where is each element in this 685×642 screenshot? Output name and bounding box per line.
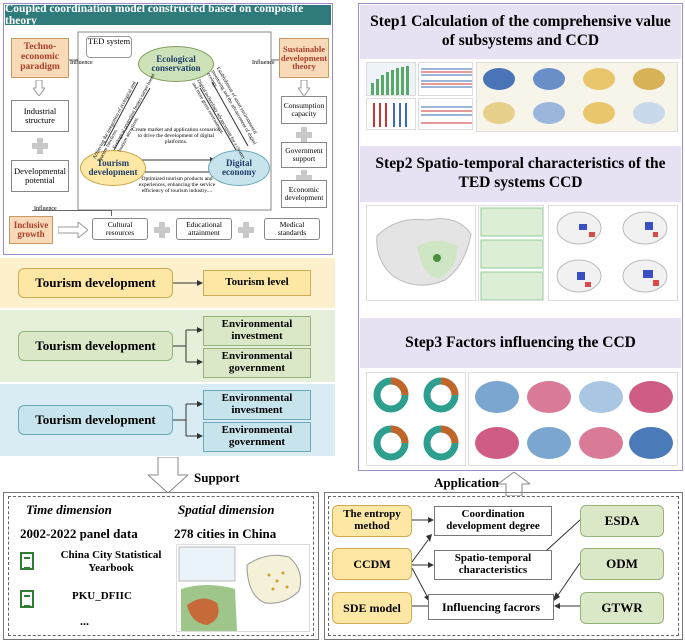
step2-map-detail <box>478 205 544 301</box>
step1-chart-thumb-c <box>366 98 416 130</box>
step3-map-grid <box>468 372 678 466</box>
pathway-connectors <box>173 280 203 439</box>
digital-economy-node: Digital economy <box>208 150 270 186</box>
document-icon <box>20 590 34 608</box>
pathway-2-environmental-government: Environmental government <box>203 348 311 378</box>
support-label: Support <box>194 470 240 485</box>
medical-standards-box: Medical standards <box>264 218 320 240</box>
tourism-to-digital-label: Create market and application scenarios … <box>132 127 220 146</box>
methods-panel-inner <box>328 496 679 636</box>
ecological-conservation-node: Ecological conservation <box>138 46 214 82</box>
panel-data-label: 2002-2022 panel data <box>20 526 138 541</box>
step1-chart-thumb-a <box>366 62 416 96</box>
sde-model-box: SDE model <box>332 592 412 624</box>
pathway-2-tourism-development: Tourism development <box>18 331 173 361</box>
data-panel <box>3 492 319 640</box>
pathway-1-tourism-development: Tourism development <box>18 268 173 298</box>
time-dimension-title: Time dimension <box>26 502 112 517</box>
step3-header: Step3 Factors influencing the CCD <box>360 318 681 368</box>
step2-header: Step2 Spatio-temporal characteristics of… <box>360 146 681 202</box>
inclusive-growth-box: Inclusive growth <box>9 216 53 244</box>
techno-economic-paradigm-box: Techno-economic paradigm <box>11 38 69 78</box>
application-arrow-icon <box>498 472 530 496</box>
step1-chart-thumb-b <box>418 62 473 96</box>
cities-label: 278 cities in China <box>174 526 277 541</box>
panel-title-bar: Coupled coordination model constructed b… <box>5 3 331 27</box>
document-icon <box>20 552 34 570</box>
economic-development-box: Economic development <box>281 180 327 208</box>
down-arrow-1 <box>32 79 46 97</box>
influence-left-label: Influence <box>70 60 93 66</box>
ellipsis-label: ... <box>80 614 89 628</box>
panel-title: Coupled coordination model constructed b… <box>5 3 304 27</box>
down-arrow-2 <box>297 79 311 97</box>
step2-map-overview <box>366 205 476 301</box>
application-label: Application <box>434 475 500 490</box>
influencing-factors-box: Influencing facrors <box>428 594 554 620</box>
support-arrow-icon <box>148 457 188 493</box>
odm-box: ODM <box>580 548 664 580</box>
pathway-3-environmental-investment: Environmental investment <box>203 390 311 420</box>
digital-to-tourism-label: Optimized tourism products and experienc… <box>138 176 216 195</box>
pathway-1-tourism-level: Tourism level <box>203 270 311 296</box>
ccdm-box: CCDM <box>332 548 412 580</box>
spatial-dimension-title: Spatial dimension <box>178 502 275 517</box>
coordination-development-degree-box: Coordination development degree <box>434 506 552 536</box>
cultural-resources-box: Cultural resources <box>92 218 148 240</box>
data-panel-inner <box>8 496 314 636</box>
step1-header: Step1 Calculation of the comprehensive v… <box>360 5 681 59</box>
spatio-temporal-characteristics-box: Spatio-temporal characteristics <box>434 550 552 580</box>
plus-icon <box>296 127 312 143</box>
pku-label: PKU_DFIIC <box>72 590 132 602</box>
step1-chart-thumb-d <box>418 98 473 130</box>
pathway-2-environmental-investment: Environmental investment <box>203 316 311 346</box>
educational-attainment-box: Educational attainment <box>176 218 232 240</box>
plus-icon <box>154 222 170 238</box>
influence-bottom-label: Influence <box>34 206 57 212</box>
methods-panel <box>324 492 683 640</box>
plus-icon <box>296 170 312 186</box>
developmental-potential-box: Developmental potential <box>11 160 69 192</box>
inclusive-link <box>32 210 112 216</box>
step2-map-grid <box>548 205 678 301</box>
sustainable-development-theory-box: Sustainable development theory <box>279 38 329 78</box>
industrial-structure-box: Industrial structure <box>11 100 69 132</box>
ted-system-label: TED system <box>86 36 132 58</box>
pathway-3-tourism-development: Tourism development <box>18 405 173 435</box>
china-map-thumbnail <box>176 544 310 632</box>
plus-icon <box>238 222 254 238</box>
plus-icon <box>32 138 48 154</box>
step3-ring-grid <box>366 372 466 466</box>
influence-right-label: Influence <box>252 60 275 66</box>
esda-box: ESDA <box>580 505 664 537</box>
government-support-box: Government support <box>281 142 327 168</box>
consumption-capacity-box: Consumption capacity <box>281 96 327 124</box>
right-arrow-icon <box>57 220 89 240</box>
yearbook-label: China City Statistical Yearbook <box>60 549 162 575</box>
tourism-development-node: Tourism development <box>80 150 146 186</box>
gtwr-box: GTWR <box>580 592 664 624</box>
pathway-3-environmental-government: Environmental government <box>203 422 311 452</box>
entropy-method-box: The entropy method <box>332 505 412 537</box>
step1-map-grid <box>476 62 678 132</box>
